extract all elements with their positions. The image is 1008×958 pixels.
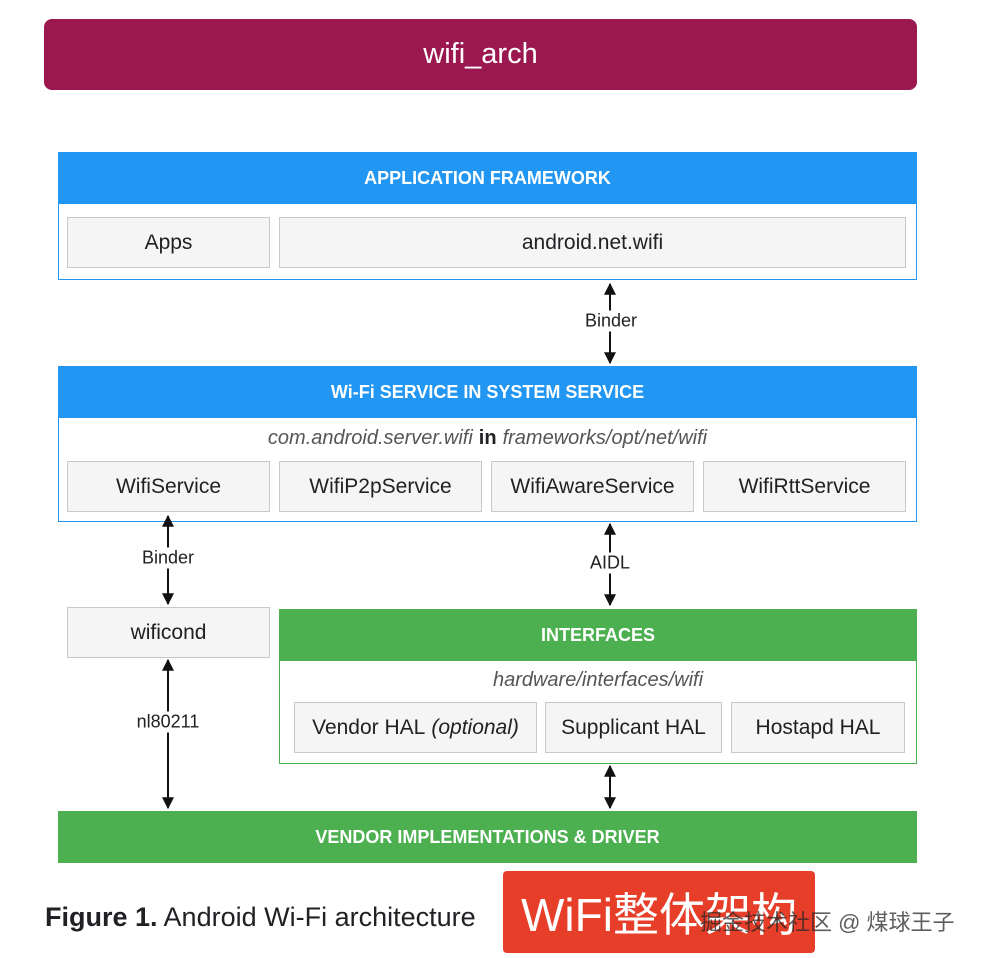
wifi-service-box: WifiService xyxy=(67,461,270,512)
supplicant-hal-box: Supplicant HAL xyxy=(545,702,722,753)
apps-box: Apps xyxy=(67,217,270,268)
watermark: 掘金技术社区 @ 煤球王子 xyxy=(700,910,955,935)
binder-top-label: Binder xyxy=(580,310,642,332)
interfaces-path: hardware/interfaces/wifi xyxy=(492,668,704,691)
figure-caption: Figure 1. Android Wi-Fi architecture xyxy=(45,902,476,933)
binder-left-label: Binder xyxy=(137,547,199,569)
figure-caption-label: Figure 1. xyxy=(45,902,158,932)
application-framework-header: APPLICATION FRAMEWORK xyxy=(58,152,917,204)
wifi-service-path: com.android.server.wifi in frameworks/op… xyxy=(58,423,917,453)
wifi-service-path-right: frameworks/opt/net/wifi xyxy=(502,426,708,449)
aidl-label: AIDL xyxy=(585,552,635,574)
overlay-stamp: WiFi整体架构 xyxy=(503,871,815,953)
wifi-service-path-left: com.android.server.wifi xyxy=(267,426,473,449)
hostapd-hal-box: Hostapd HAL xyxy=(731,702,905,753)
wificond-box: wificond xyxy=(67,607,270,658)
nl80211-label: nl80211 xyxy=(132,711,204,733)
wifi-service-header: Wi-Fi SERVICE IN SYSTEM SERVICE xyxy=(58,366,917,418)
diagram-title: wifi_arch xyxy=(44,19,917,90)
vendor-hal-label: Vendor HAL xyxy=(312,715,426,739)
wifi-aware-service-box: WifiAwareService xyxy=(491,461,694,512)
vendor-implementations-bar: VENDOR IMPLEMENTATIONS & DRIVER xyxy=(58,811,917,863)
vendor-hal-optional: (optional) xyxy=(431,715,519,739)
vendor-hal-box: Vendor HAL (optional) xyxy=(294,702,537,753)
wifi-p2p-service-box: WifiP2pService xyxy=(279,461,482,512)
wifi-rtt-service-box: WifiRttService xyxy=(703,461,906,512)
android-net-wifi-box: android.net.wifi xyxy=(279,217,906,268)
interfaces-header: INTERFACES xyxy=(279,609,917,661)
wifi-service-path-in: in xyxy=(478,426,497,449)
figure-caption-text: Android Wi-Fi architecture xyxy=(163,902,476,932)
